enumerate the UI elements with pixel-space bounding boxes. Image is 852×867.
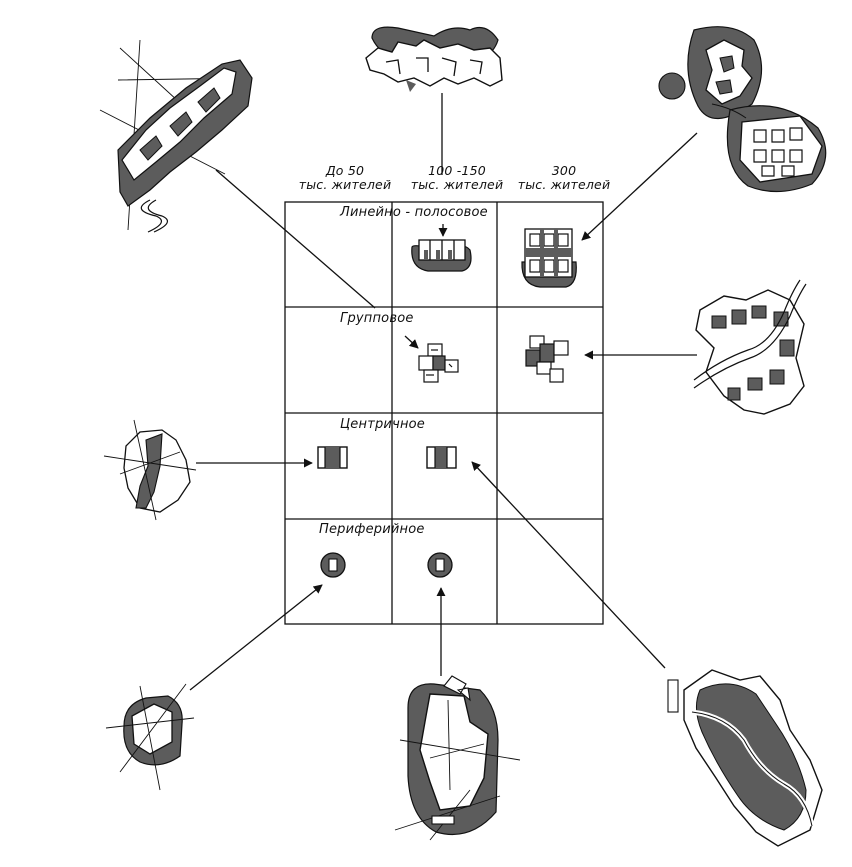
schematic-centric-small bbox=[317, 446, 348, 469]
city-plan-top-center bbox=[365, 26, 503, 92]
column-header-small: До 50 тыс. жителей bbox=[287, 164, 403, 192]
arrow-bottom-right bbox=[471, 461, 666, 669]
classification-grid bbox=[284, 201, 604, 625]
column-header-large-line1: 300 bbox=[551, 163, 577, 178]
city-plan-top-left bbox=[99, 39, 253, 233]
schematic-group-large bbox=[525, 335, 569, 383]
city-plan-bottom-center bbox=[394, 675, 521, 841]
row-title-linear: Линейно - полосовое bbox=[340, 205, 488, 220]
row-title-group: Групповое bbox=[340, 311, 414, 326]
schematic-peripheral-small bbox=[320, 552, 346, 578]
column-header-medium-line2: тыс. жителей bbox=[410, 177, 504, 192]
row-title-peripheral: Периферийное bbox=[319, 522, 425, 537]
arrow-group-label bbox=[404, 335, 419, 349]
column-header-small-line1: До 50 bbox=[325, 163, 365, 178]
column-header-small-line2: тыс. жителей bbox=[298, 177, 392, 192]
arrow-top-right bbox=[581, 132, 698, 241]
connector-lines bbox=[189, 93, 698, 691]
row-title-centric: Центричное bbox=[340, 417, 425, 432]
city-plan-bottom-left bbox=[105, 683, 195, 791]
column-header-medium-line1: 100 -150 bbox=[428, 163, 486, 178]
city-plan-top-right bbox=[658, 26, 827, 193]
schematic-centric-medium bbox=[426, 446, 457, 469]
schematic-linear-large bbox=[521, 228, 577, 288]
connector-top-left bbox=[215, 169, 376, 309]
schematic-group-medium bbox=[418, 343, 459, 383]
city-plan-middle-right bbox=[693, 279, 807, 415]
column-header-large-line2: тыс. жителей bbox=[517, 177, 611, 192]
schematic-linear-medium bbox=[411, 239, 472, 272]
arrow-bottom-left bbox=[189, 584, 323, 691]
column-header-medium: 100 -150 тыс. жителей bbox=[404, 164, 510, 192]
city-plan-bottom-right bbox=[667, 669, 823, 847]
column-header-large: 300 тыс. жителей bbox=[513, 164, 615, 192]
schematic-peripheral-medium bbox=[427, 552, 453, 578]
city-plan-middle-left bbox=[103, 419, 197, 521]
